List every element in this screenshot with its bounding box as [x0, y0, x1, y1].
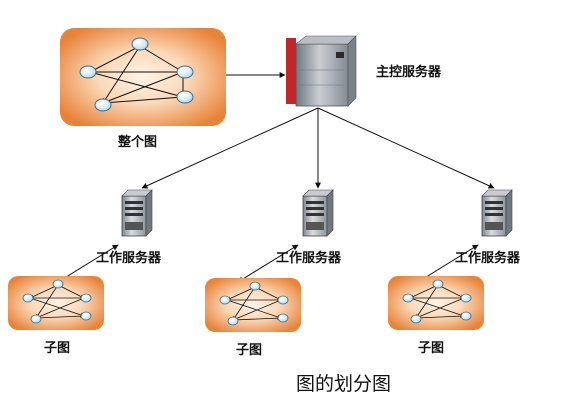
graph-node	[460, 293, 472, 303]
graph-node	[460, 311, 472, 321]
graph-node	[79, 65, 97, 79]
worker-server-label-3: 工作服务器	[455, 251, 521, 266]
graph-node	[94, 98, 112, 112]
graph-node	[249, 281, 261, 291]
subgraph-label-2: 子图	[236, 343, 263, 358]
subgraph-label-1: 子图	[44, 341, 71, 356]
worker-server-icon	[302, 189, 334, 237]
graph-node	[22, 293, 34, 303]
worker-server-icon	[481, 189, 513, 237]
arrow-master-to-worker-1	[141, 107, 319, 189]
whole-graph-nodes	[79, 37, 194, 112]
graph-node	[52, 279, 64, 289]
subgraph-panel-2	[205, 278, 301, 332]
graph-node	[432, 279, 444, 289]
arrow-worker-subgraph-1	[57, 244, 119, 283]
worker-server-label-2: 工作服务器	[276, 251, 342, 266]
graph-node	[80, 311, 92, 321]
arrow-master-to-worker-3	[317, 107, 495, 189]
whole-graph-label: 整个图	[118, 135, 158, 150]
subgraph-label-3: 子图	[418, 341, 445, 356]
graph-node	[227, 316, 239, 326]
whole-graph-panel	[60, 28, 226, 126]
graph-node	[80, 293, 92, 303]
master-server-icon	[286, 35, 357, 107]
graph-node	[410, 314, 422, 324]
worker-server-label-1: 工作服务器	[96, 251, 162, 266]
subgraph-panel-3	[388, 276, 484, 330]
graph-node	[30, 314, 42, 324]
graph-node	[219, 295, 231, 305]
whole-graph-edges	[89, 45, 186, 104]
graph-node	[176, 65, 194, 79]
graph-node	[277, 313, 289, 323]
graph-node	[176, 90, 194, 104]
graph-node	[277, 295, 289, 305]
subgraph-panel-1	[8, 276, 104, 330]
arrow-worker-subgraph-2	[237, 244, 299, 283]
arrow-worker-subgraph-3	[417, 244, 479, 283]
master-server-label: 主控服务器	[376, 65, 442, 80]
diagram-caption: 图的划分图	[296, 373, 392, 395]
graph-node	[402, 293, 414, 303]
worker-server-icon	[121, 189, 153, 237]
graph-node	[131, 37, 149, 51]
